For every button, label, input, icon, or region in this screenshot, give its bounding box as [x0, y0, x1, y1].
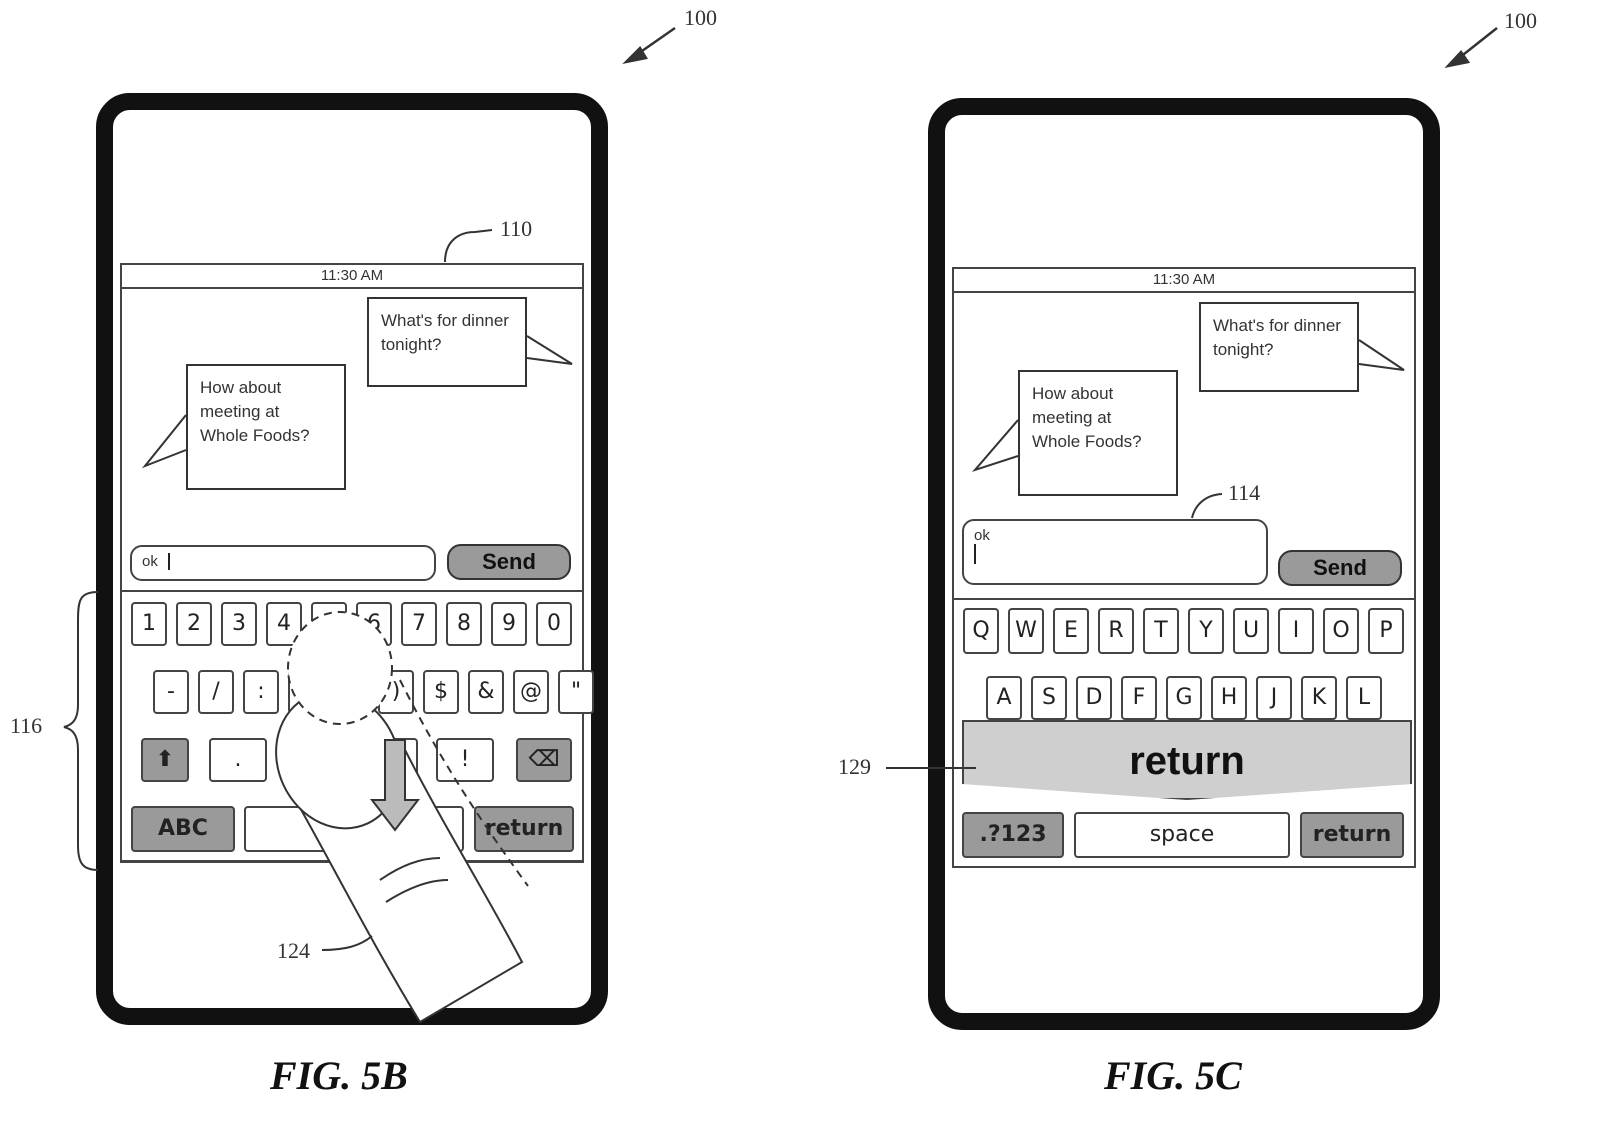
key-s[interactable]: S	[1031, 676, 1067, 720]
return-key[interactable]: return	[474, 806, 574, 852]
key-sym-8[interactable]: @	[513, 670, 549, 714]
key-g[interactable]: G	[1166, 676, 1202, 720]
ref-116: 116	[10, 713, 43, 738]
key-a[interactable]: A	[986, 676, 1022, 720]
figure-label-5c: FIG. 5C	[1104, 1053, 1242, 1098]
key-sym-6[interactable]: $	[423, 670, 459, 714]
key-2[interactable]: 3	[221, 602, 257, 646]
ref-100-left: 100	[684, 5, 717, 30]
key-o[interactable]: O	[1323, 608, 1359, 654]
abc-key[interactable]: ABC	[131, 806, 235, 852]
status-time: 11:30 AM	[122, 265, 582, 289]
message-input[interactable]: ok	[130, 545, 436, 581]
outgoing-message: What's for dinner tonight?	[367, 297, 527, 387]
key-t[interactable]: T	[1143, 608, 1179, 654]
backspace-key[interactable]: ⌫	[516, 738, 572, 782]
exclaim-key[interactable]: !	[436, 738, 494, 782]
figure-label-5b: FIG. 5B	[270, 1053, 408, 1098]
key-sym-0[interactable]: -	[153, 670, 189, 714]
key-f[interactable]: F	[1121, 676, 1157, 720]
ref-114: 114	[1228, 480, 1261, 505]
key-h[interactable]: H	[1211, 676, 1247, 720]
key-q[interactable]: Q	[963, 608, 999, 654]
numeric-key[interactable]: .?123	[962, 812, 1064, 858]
key-u[interactable]: U	[1233, 608, 1269, 654]
space-key-right[interactable]: space	[1074, 812, 1290, 858]
key-d[interactable]: D	[1076, 676, 1112, 720]
key-j[interactable]: J	[1256, 676, 1292, 720]
key-8[interactable]: 9	[491, 602, 527, 646]
key-7[interactable]: 8	[446, 602, 482, 646]
key-6[interactable]: 7	[401, 602, 437, 646]
key-y[interactable]: Y	[1188, 608, 1224, 654]
send-button[interactable]: Send	[447, 544, 571, 580]
incoming-message: How about meeting at Whole Foods?	[186, 364, 346, 490]
message-input-right[interactable]: ok	[962, 519, 1268, 585]
key-r[interactable]: R	[1098, 608, 1134, 654]
key-w[interactable]: W	[1008, 608, 1044, 654]
ref-100-right: 100	[1504, 8, 1537, 33]
key-k[interactable]: K	[1301, 676, 1337, 720]
ref-110: 110	[500, 216, 533, 241]
input-text: ok	[142, 553, 158, 570]
key-l[interactable]: L	[1346, 676, 1382, 720]
key-sym-7[interactable]: &	[468, 670, 504, 714]
key-e[interactable]: E	[1053, 608, 1089, 654]
key-sym-2[interactable]: :	[243, 670, 279, 714]
shift-key[interactable]: ⬆	[141, 738, 189, 782]
key-sym-9[interactable]: "	[558, 670, 594, 714]
key-9[interactable]: 0	[536, 602, 572, 646]
key-1[interactable]: 2	[176, 602, 212, 646]
outgoing-message-right: What's for dinner tonight?	[1199, 302, 1359, 392]
return-key-right[interactable]: return	[1300, 812, 1404, 858]
period-key[interactable]: .	[209, 738, 267, 782]
status-time-right: 11:30 AM	[954, 269, 1414, 293]
return-popup: return	[962, 720, 1412, 800]
key-i[interactable]: I	[1278, 608, 1314, 654]
ref-124: 124	[277, 938, 310, 963]
incoming-message-right: How about meeting at Whole Foods?	[1018, 370, 1178, 496]
input-text-right: ok	[974, 527, 990, 544]
key-sym-1[interactable]: /	[198, 670, 234, 714]
key-0[interactable]: 1	[131, 602, 167, 646]
send-button-right[interactable]: Send	[1278, 550, 1402, 586]
key-p[interactable]: P	[1368, 608, 1404, 654]
ref-129: 129	[838, 754, 871, 779]
